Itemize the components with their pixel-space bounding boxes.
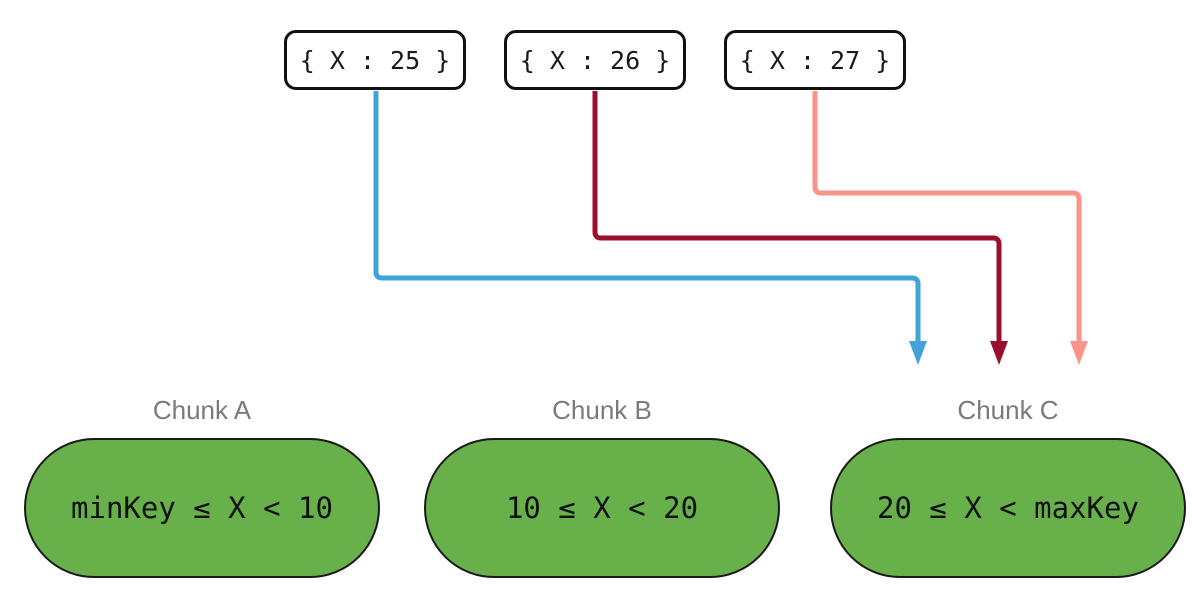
arrow-path-x27-to-chunk-c [812, 91, 1082, 342]
chunk-c-title: Chunk C [957, 395, 1059, 425]
document-label-x27: { X : 27 } [739, 45, 891, 75]
chunk-b-title: Chunk B [552, 395, 652, 425]
arrowhead-x25-icon [909, 341, 927, 365]
arrowhead-x27-icon [1070, 341, 1088, 365]
chunk-c-pill: 20 ≤ X < maxKey [830, 438, 1186, 578]
arrowhead-x26-icon [990, 341, 1008, 365]
chunk-a-range-label: minKey ≤ X < 10 [71, 491, 333, 525]
chunk-b-pill: 10 ≤ X < 20 [424, 438, 780, 578]
document-box-x27: { X : 27 } [724, 30, 906, 90]
chunk-a-pill: minKey ≤ X < 10 [24, 438, 380, 578]
document-box-x26: { X : 26 } [504, 30, 686, 90]
chunk-a-title: Chunk A [152, 395, 252, 425]
arrow-path-x25-to-chunk-c [373, 91, 921, 342]
chunk-b-range-label: 10 ≤ X < 20 [505, 491, 699, 525]
document-box-x25: { X : 25 } [284, 30, 466, 90]
arrow-path-x26-to-chunk-c [592, 91, 1002, 342]
chunk-c-range-label: 20 ≤ X < maxKey [877, 491, 1139, 525]
document-label-x25: { X : 25 } [299, 45, 451, 75]
document-label-x26: { X : 26 } [519, 45, 671, 75]
